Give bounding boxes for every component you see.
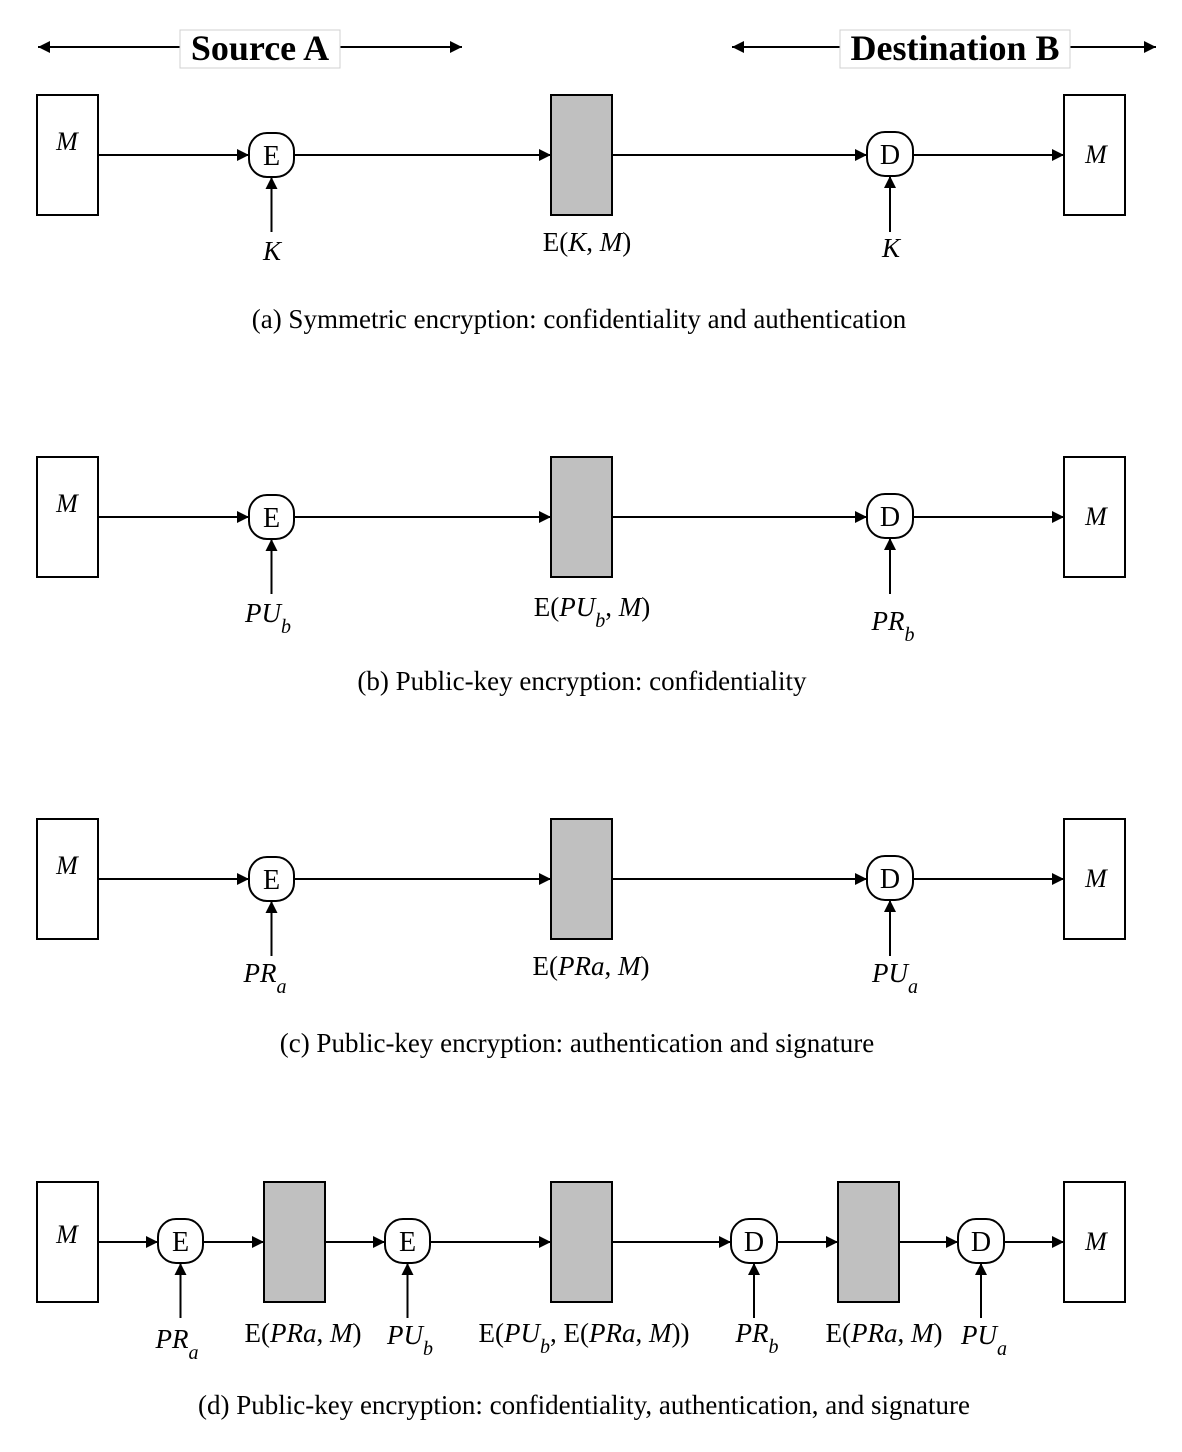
svg-text:D: D [880,864,900,895]
svg-text:E: E [172,1227,189,1258]
source-a-label: Source A [191,28,329,68]
svg-text:D: D [744,1227,764,1258]
ciphertext-block-1 [263,1181,326,1303]
svg-text:D: D [971,1227,991,1258]
message-dest-box [1063,1181,1126,1303]
cipher-1-label: E(PRa, M) [245,1318,362,1348]
panel-c-public-key-authentication: M E PRa E(PRa, M) D PUa M (c) Public-key… [36,818,1126,1058]
ciphertext-block [550,818,613,940]
message-label: M [55,127,79,156]
ciphertext-block-3 [837,1181,900,1303]
panel-a-symmetric: M E K E(K, M) D K M (a) Symmetric encryp… [36,94,1126,334]
svg-text:M: M [1084,864,1108,893]
caption-b: (b) Public-key encryption: confidentiali… [357,666,807,696]
decryption-key-label: PRb [871,606,915,646]
key-2-label: PUb [386,1320,433,1360]
svg-text:E: E [263,141,280,172]
header-source: Source A [38,28,462,69]
svg-text:M: M [55,489,79,518]
encryption-key-label: K [262,236,283,266]
key-3-label: PRb [735,1318,779,1358]
caption-d: (d) Public-key encryption: confidentiali… [198,1390,970,1420]
message-source-box [36,1181,99,1303]
ciphertext-block [550,94,613,216]
key-4-label: PUa [960,1320,1007,1360]
ciphertext-block [550,456,613,578]
svg-text:E: E [263,865,280,896]
ciphertext-block-2 [550,1181,613,1303]
ciphertext-label: E(PUb, M) [534,592,650,632]
cipher-2-label: E(PUb, E(PRa, M)) [479,1318,690,1358]
message-dest-box [1063,94,1126,216]
message-dest-box [1063,456,1126,578]
panel-b-public-key-confidentiality: M E PUb E(PUb, M) D PRb M (b) Public-key… [36,456,1126,696]
decryption-key-label: PUa [871,958,918,998]
message-source-box [36,456,99,578]
svg-text:M: M [55,1220,79,1249]
svg-text:M: M [55,851,79,880]
svg-text:E: E [263,503,280,534]
caption-a: (a) Symmetric encryption: confidentialit… [252,304,907,334]
header-destination: Destination B [732,28,1156,69]
svg-text:D: D [880,502,900,533]
encryption-key-label: PUb [244,598,291,638]
cipher-3-label: E(PRa, M) [826,1318,943,1348]
key-1-label: PRa [155,1324,199,1364]
svg-text:D: D [880,140,900,171]
svg-text:M: M [1084,1227,1108,1256]
panel-d-public-key-full: M E PRa E(PRa, M) E PUb E(PUb, E(PRa, M)… [36,1181,1126,1420]
svg-text:M: M [1084,502,1108,531]
encryption-key-label: PRa [243,958,287,998]
ciphertext-label: E(K, M) [543,227,632,257]
message-dest-box [1063,818,1126,940]
message-source-box [36,94,99,216]
svg-text:M: M [1084,140,1108,169]
caption-c: (c) Public-key encryption: authenticatio… [280,1028,875,1058]
svg-text:E: E [399,1227,416,1258]
ciphertext-label: E(PRa, M) [533,951,650,981]
decryption-key-label: K [881,233,902,263]
destination-b-label: Destination B [850,28,1059,68]
